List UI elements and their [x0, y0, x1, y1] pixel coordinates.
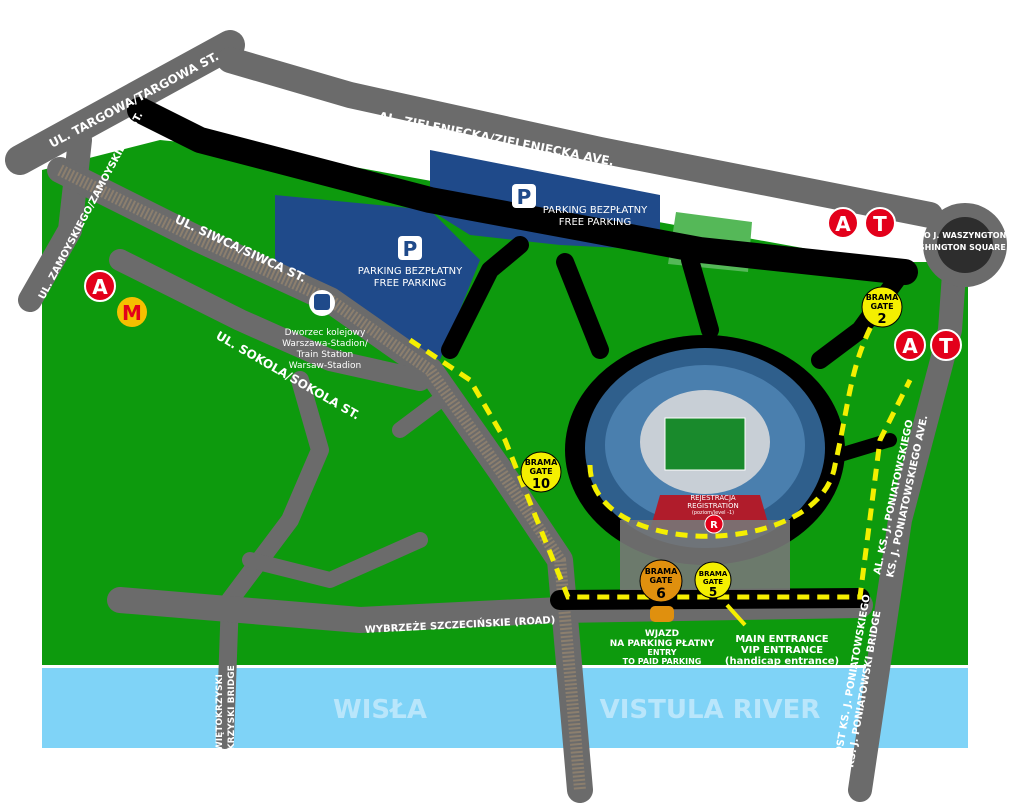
paid-parking-entry: WJAZD NA PARKING PŁATNY ENTRY TO PAID PA… [610, 606, 715, 666]
svg-text:GATE: GATE [703, 578, 723, 586]
registration-icon: R [710, 520, 718, 531]
parking-free-1: P PARKING BEZPŁATNY FREE PARKING [358, 236, 463, 289]
svg-text:REJESTRACJA: REJESTRACJA [690, 494, 736, 502]
svg-text:NA PARKING PŁATNY: NA PARKING PŁATNY [610, 639, 715, 649]
svg-text:Warsaw-Stadion: Warsaw-Stadion [289, 361, 362, 371]
svg-text:FREE PARKING: FREE PARKING [559, 217, 631, 228]
river-label-pl: WISŁA [333, 695, 427, 725]
svg-text:REGISTRATION: REGISTRATION [687, 502, 738, 510]
svg-text:T: T [873, 212, 887, 236]
river-label-en: VISTULA RIVER [600, 695, 821, 725]
svg-text:Train Station: Train Station [296, 350, 353, 360]
parking-icon: P [403, 237, 418, 261]
svg-text:2: 2 [877, 312, 886, 327]
tram-stop-east: T [930, 329, 962, 361]
car-icon [650, 606, 674, 622]
svg-text:ENTRY: ENTRY [647, 648, 676, 657]
svg-text:PARKING BEZPŁATNY: PARKING BEZPŁATNY [358, 266, 463, 277]
svg-text:BRAMA: BRAMA [699, 570, 728, 578]
main-entrance: MAIN ENTRANCE VIP ENTRANCE (handicap ent… [725, 603, 839, 667]
svg-text:GATE: GATE [529, 467, 552, 476]
train-station: Dworzec kolejowy Warszawa-Stadion/ Train… [282, 290, 369, 371]
svg-text:5: 5 [709, 585, 717, 599]
river [42, 668, 968, 748]
svg-text:T: T [939, 334, 953, 358]
bus-stop-west: A [84, 270, 116, 302]
svg-text:TO PAID PARKING: TO PAID PARKING [623, 657, 702, 666]
svg-text:MAIN ENTRANCE: MAIN ENTRANCE [735, 634, 828, 645]
svg-text:PARKING BEZPŁATNY: PARKING BEZPŁATNY [543, 205, 648, 216]
railway [57, 164, 586, 791]
street-label: ŚWIĘTOKRZYSKI BRIDGE [225, 665, 237, 790]
svg-text:Warszawa-Stadion/: Warszawa-Stadion/ [282, 339, 369, 349]
svg-text:GATE: GATE [870, 302, 893, 311]
square-label: WASHINGTON SQUARE [904, 243, 1006, 252]
svg-text:BRAMA: BRAMA [525, 458, 558, 467]
tram-stop-north: T [864, 207, 896, 239]
svg-text:BRAMA: BRAMA [645, 567, 678, 576]
arrow-icon [725, 603, 747, 627]
square-label: RONDO J. WASZYNGTONA [898, 231, 1014, 240]
parking-free-2: P PARKING BEZPŁATNY FREE PARKING [512, 184, 648, 228]
pitch [664, 417, 746, 471]
stadium [585, 348, 825, 590]
bus-stop-east: A [894, 329, 926, 361]
svg-text:6: 6 [656, 586, 666, 602]
svg-text:Dworzec kolejowy: Dworzec kolejowy [285, 328, 366, 338]
svg-text:(handicap entrance): (handicap entrance) [725, 656, 839, 667]
walking-route [408, 337, 913, 600]
svg-text:FREE PARKING: FREE PARKING [374, 278, 446, 289]
svg-text:A: A [835, 212, 851, 236]
svg-text:M: M [122, 301, 142, 325]
street-label: MOST ŚWIĘTOKRZYSKI [213, 674, 225, 790]
svg-text:10: 10 [532, 477, 550, 492]
metro-station: M [117, 297, 147, 327]
walking-route-stadium [587, 308, 883, 539]
svg-text:GATE: GATE [649, 576, 672, 585]
parking-icon: P [517, 185, 532, 209]
parking-lot-1 [275, 195, 480, 360]
svg-text:A: A [902, 334, 918, 358]
svg-text:VIP ENTRANCE: VIP ENTRANCE [741, 645, 823, 656]
svg-text:A: A [92, 275, 108, 299]
train-icon [314, 294, 330, 310]
registration: REJESTRACJA REGISTRATION (poziom/level -… [687, 494, 739, 534]
svg-text:WJAZD: WJAZD [645, 629, 679, 639]
bus-stop-north: A [827, 207, 859, 239]
svg-text:BRAMA: BRAMA [866, 293, 899, 302]
svg-text:(poziom/level -1): (poziom/level -1) [692, 510, 734, 516]
